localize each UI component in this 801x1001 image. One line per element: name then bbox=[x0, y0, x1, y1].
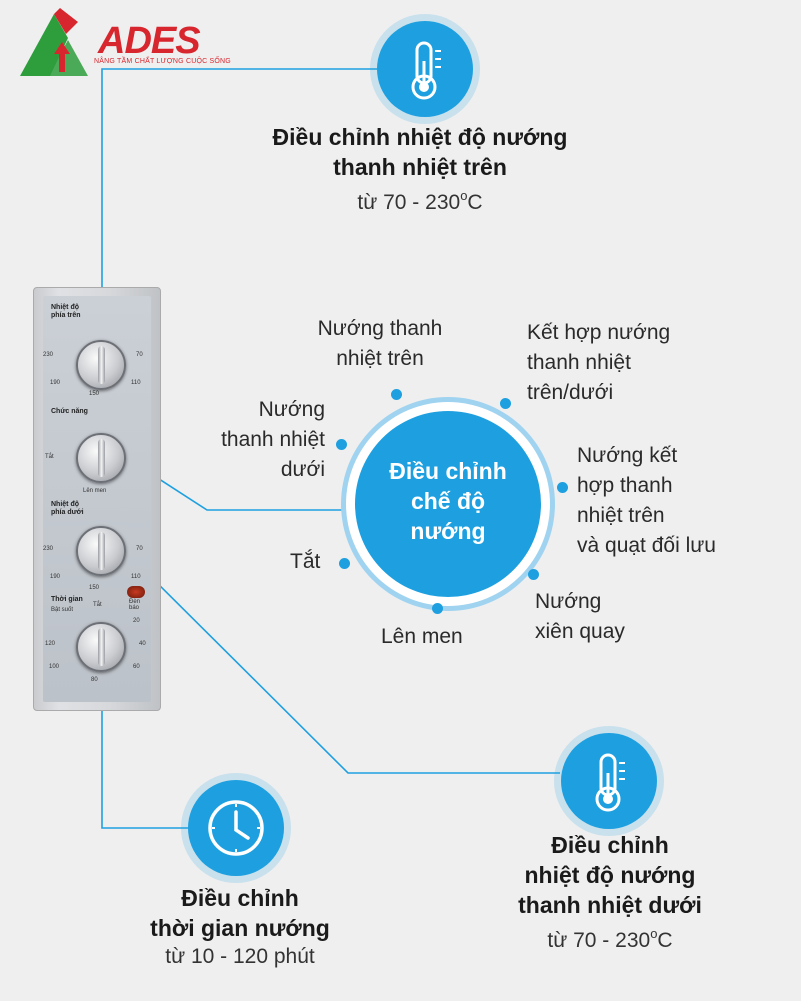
timer-feature-caption: Điều chỉnh thời gian nướng từ 10 - 120 p… bbox=[100, 883, 380, 971]
knob4-tick-120: 120 bbox=[45, 641, 56, 647]
mode-dot-top-element bbox=[391, 389, 402, 400]
top-feature-range: từ 70 - 230oC bbox=[357, 188, 483, 214]
top-temperature-knob[interactable] bbox=[76, 340, 126, 390]
knob1-tick-70: 70 bbox=[136, 352, 143, 358]
bottom-temperature-knob[interactable] bbox=[76, 526, 126, 576]
knob4-tick-40: 40 bbox=[139, 641, 146, 647]
bottom-feature-caption: Điều chỉnh nhiệt độ nướng thanh nhiệt dư… bbox=[470, 830, 750, 955]
bottom-feature-title-3: thanh nhiệt dưới bbox=[518, 892, 702, 918]
timer-title-2: thời gian nướng bbox=[150, 915, 330, 941]
knob2-ferment-label: Lên men bbox=[83, 488, 107, 494]
ades-logo-mark bbox=[18, 8, 98, 78]
knob4-tick-20: 20 bbox=[133, 618, 140, 624]
bottom-feature-title-1: Điều chỉnh bbox=[551, 832, 669, 858]
top-feature-title-1: Điều chỉnh nhiệt độ nướng bbox=[272, 124, 568, 150]
knob3-tick-190: 190 bbox=[50, 574, 61, 580]
bottom-feature-title-2: nhiệt độ nướng bbox=[524, 862, 696, 888]
knob3-tick-110: 110 bbox=[131, 574, 141, 580]
thermometer-icon bbox=[411, 41, 441, 100]
timer-title-1: Điều chỉnh bbox=[181, 885, 299, 911]
bottom-feature-range: từ 70 - 230oC bbox=[547, 926, 673, 952]
mode-dot-convection bbox=[557, 482, 568, 493]
mode-label-off: Tắt bbox=[290, 550, 321, 573]
mode-dot-rotisserie bbox=[528, 569, 539, 580]
top-feature-title-2: thanh nhiệt trên bbox=[333, 154, 507, 180]
knob4-tick-80: 80 bbox=[91, 677, 98, 683]
timer-badge bbox=[188, 780, 284, 876]
indicator-lamp bbox=[127, 586, 145, 598]
knob1-tick-150: 150 bbox=[89, 391, 100, 397]
top-thermometer-badge bbox=[377, 21, 473, 117]
knob2-label: Chức năng bbox=[51, 408, 88, 415]
clock-icon bbox=[208, 800, 264, 856]
timer-range: từ 10 - 120 phút bbox=[165, 945, 315, 968]
mode-dot-off bbox=[339, 558, 350, 569]
knob3-tick-70: 70 bbox=[136, 546, 143, 552]
knob2-off-label: Tắt bbox=[45, 454, 54, 460]
knob4-off-label: Tắt bbox=[93, 602, 102, 608]
function-knob[interactable] bbox=[76, 433, 126, 483]
mode-selector-center bbox=[355, 411, 541, 597]
knob4-tick-100: 100 bbox=[49, 664, 60, 670]
knob3-tick-230: 230 bbox=[43, 546, 54, 552]
knob1-tick-110: 110 bbox=[131, 380, 141, 386]
connector-top bbox=[101, 68, 380, 362]
mode-dot-ferment bbox=[432, 603, 443, 614]
mode-dot-top-bottom bbox=[500, 398, 511, 409]
mode-dot-bottom-element bbox=[336, 439, 347, 450]
timer-knob[interactable] bbox=[76, 622, 126, 672]
knob4-continuous-label: Bật suốt bbox=[51, 607, 74, 613]
bottom-thermometer-badge bbox=[561, 733, 657, 829]
knob1-tick-230: 230 bbox=[43, 352, 54, 358]
thermometer-icon bbox=[595, 753, 625, 812]
lamp-label: Đèn báo bbox=[129, 599, 141, 611]
knob3-tick-150: 150 bbox=[89, 585, 100, 591]
logo-text: ADES bbox=[98, 20, 201, 62]
knob4-label: Thời gian bbox=[51, 596, 83, 603]
connector-timer bbox=[101, 670, 190, 829]
logo-tagline: NÂNG TẦM CHẤT LƯỢNG CUỘC SỐNG bbox=[94, 58, 231, 65]
top-feature-caption: Điều chỉnh nhiệt độ nướng thanh nhiệt tr… bbox=[200, 122, 640, 217]
mode-label-ferment: Lên men bbox=[381, 625, 463, 648]
knob1-tick-190: 190 bbox=[50, 380, 61, 386]
connector-bottom bbox=[119, 545, 560, 774]
knob4-tick-60: 60 bbox=[133, 664, 140, 670]
mode-selector-title: Điều chỉnh chế độ nướng bbox=[389, 458, 507, 544]
